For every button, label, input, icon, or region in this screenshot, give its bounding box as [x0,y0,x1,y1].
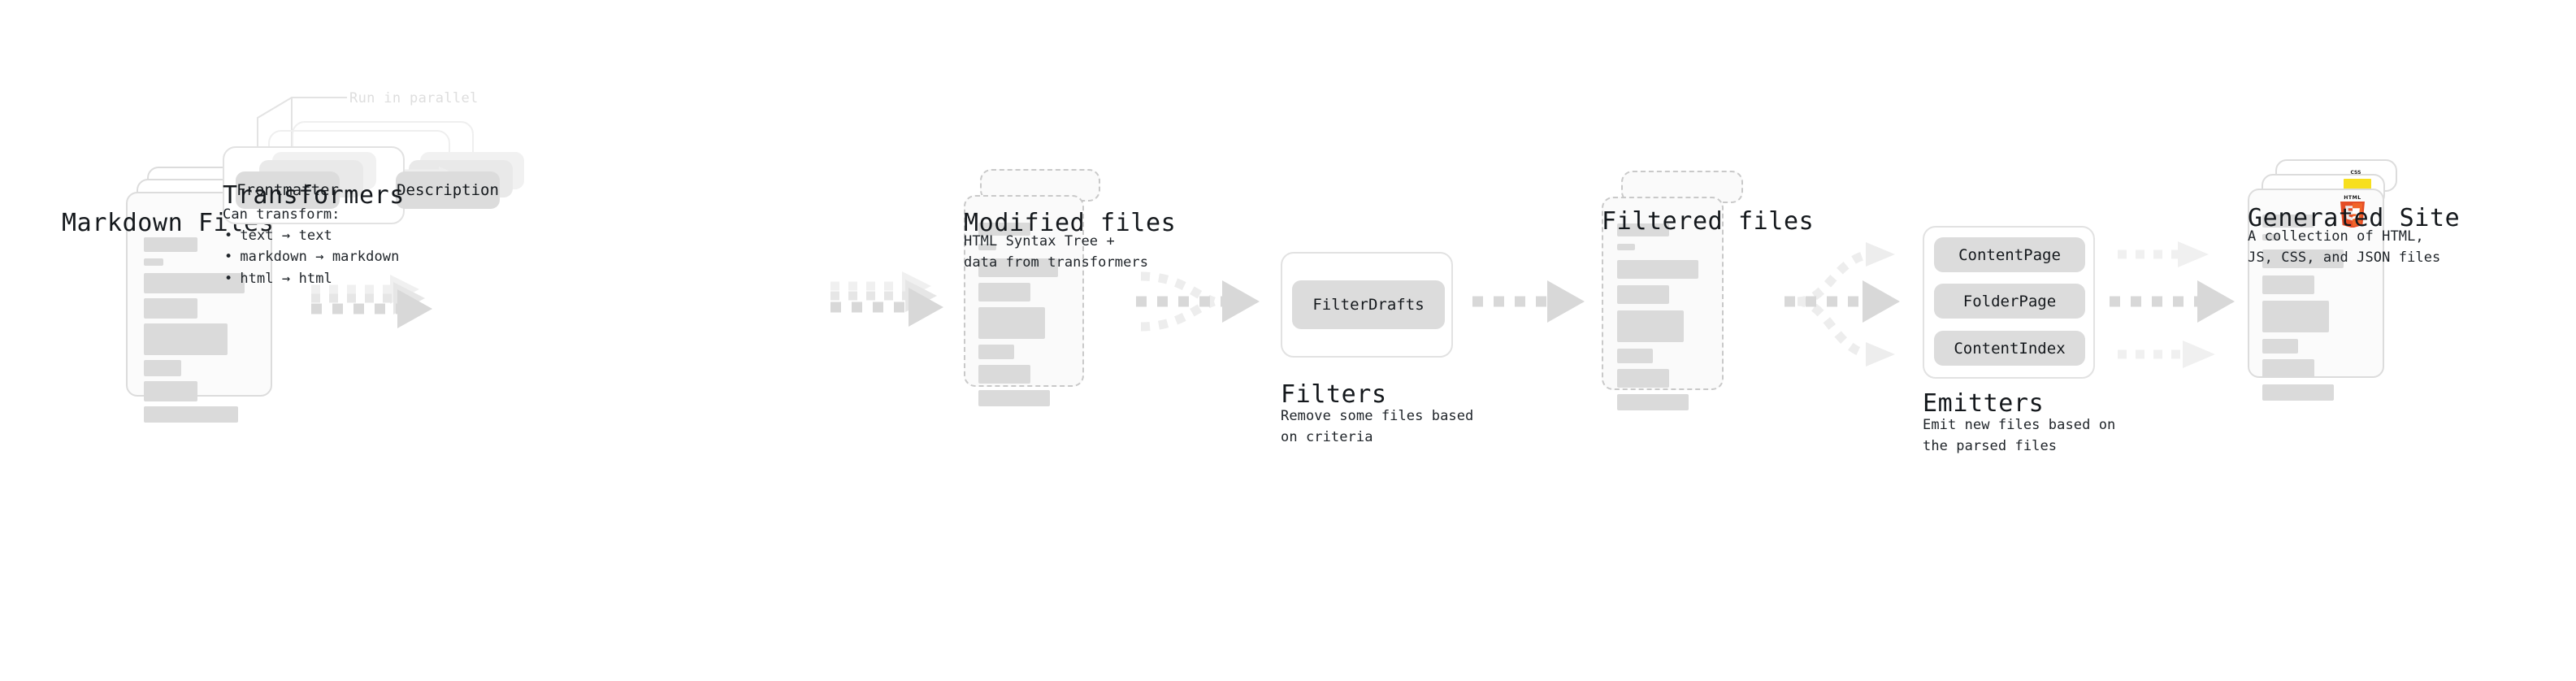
skeleton-line [144,323,228,355]
skeleton-line [144,406,238,423]
emitter-chip-contentindex[interactable]: ContentIndex [1934,331,2085,366]
svg-text:CSS: CSS [2351,170,2361,176]
bullet-text: markdown → markdown [240,249,400,266]
run-in-parallel-label: Run in parallel [349,90,479,106]
bullet-row: • text → text [224,225,399,246]
skeleton-line [2262,249,2344,268]
emitters-title: Emitters [1923,389,2045,418]
bullet-text: text → text [240,228,332,244]
bullet-marker: • [224,270,233,287]
skeleton-line [144,237,197,252]
skeleton-line [1617,244,1635,250]
filters-subtitle: Remove some files based on criteria [1281,408,1474,446]
filter-chip-filterdrafts[interactable]: FilterDrafts [1292,280,1445,329]
skeleton-line [144,273,245,293]
transformers-title: Transformers [223,181,405,210]
skeleton-line [1617,285,1669,304]
filters-title: Filters [1281,380,1387,409]
skeleton-line [2262,275,2314,294]
skeleton-line [1617,369,1669,388]
skeleton-line [144,360,181,376]
arrow-filtered-to-emitters [1785,242,1900,367]
skeleton-line [2262,339,2298,354]
skeleton-line [978,258,1058,277]
skeleton-line [144,258,163,266]
skeleton-line [978,244,996,250]
bullet-text: html → html [240,270,332,287]
skeleton-line [1617,394,1689,410]
skeleton-line [2262,384,2334,401]
transformers-subtitle: Can transform: [223,206,340,223]
modified-files-title: Modified files [964,209,1177,237]
emitter-chip-contentpage[interactable]: ContentPage [1934,237,2085,272]
transformer-chip-frontmatter[interactable]: Frontmatter [236,171,340,209]
arrow-filters-to-filtered [1472,280,1585,323]
filtered-files-title: Filtered files [1602,207,1815,236]
skeleton-line [1617,260,1698,279]
skeleton-line [2262,215,2314,228]
skeleton-line [1617,310,1684,342]
bullet-row: • html → html [224,268,399,289]
skeleton-line [978,223,1030,236]
skeleton-line [1617,349,1653,363]
skeleton-line [2262,359,2314,378]
skeleton-line [978,390,1050,406]
emitter-chip-folderpage[interactable]: FolderPage [1934,284,2085,319]
skeleton-line [1617,223,1669,236]
skeleton-line [144,298,197,319]
arrow-emitters-to-site [2110,241,2235,368]
bullet-row: • markdown → markdown [224,246,399,267]
svg-text:HTML: HTML [2344,195,2361,201]
skeleton-line [978,365,1030,384]
arrow-modified-to-filters [1136,271,1260,332]
html5-icon: HTML [2339,193,2366,228]
skeleton-line [978,307,1045,339]
emitters-subtitle: Emit new files based on the parsed files [1923,417,2116,455]
skeleton-line [144,381,197,401]
skeleton-line [2262,301,2329,332]
arrow-transformers-to-modified [830,271,943,327]
generated-site-subtitle: A collection of HTML, JS, CSS, and JSON … [2248,228,2441,267]
html5-icon-svg: HTML [2340,195,2365,228]
skeleton-line [978,283,1030,301]
skeleton-line [2262,234,2280,241]
transformers-bullet-list: • text → text • markdown → markdown • ht… [224,225,399,289]
bullet-marker: • [224,228,233,244]
transformer-chip-description[interactable]: Description [396,171,500,209]
skeleton-line [978,345,1014,359]
generated-site-title: Generated Site [2248,204,2461,232]
modified-files-subtitle: HTML Syntax Tree + data from transformer… [964,233,1149,271]
bullet-marker: • [224,249,233,266]
